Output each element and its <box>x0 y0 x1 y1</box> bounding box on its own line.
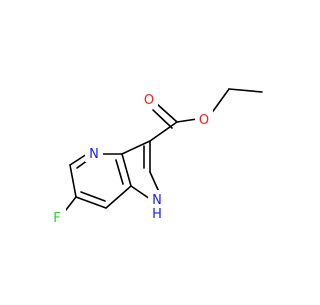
bond-c5-n4 <box>69 153 88 166</box>
bond-carbonyl-o-double-1 <box>156 103 178 123</box>
bond-oester-ch2 <box>210 88 230 115</box>
bond-c3-carbonyl <box>149 121 178 142</box>
atom-label-f: F <box>53 211 60 226</box>
bond-carbonyl-oester <box>176 118 198 123</box>
atom-label-nh: N <box>152 193 162 208</box>
bond-carbonyl-o-double-2 <box>152 109 173 129</box>
bond-c3a-c7a <box>121 153 132 187</box>
bond-c6-c5 <box>69 164 77 198</box>
double-bond-c3a-c7a-inner <box>115 159 124 185</box>
double-bond-c7-c6-inner <box>80 191 106 202</box>
atom-label-h: H <box>152 207 162 222</box>
atom-label-o-ester: O <box>199 113 209 128</box>
bond-c3a-c3 <box>121 140 151 155</box>
atom-label-n-pyridine: N <box>89 147 99 162</box>
molecule-canvas: N O O F N H <box>53 88 263 226</box>
bond-ch2-ch3 <box>228 88 263 93</box>
bond-c2-n1 <box>149 171 160 193</box>
atom-label-o-carbonyl: O <box>144 93 154 108</box>
bond-c7a-c7 <box>105 185 132 209</box>
structure-drawing: N O O F N H <box>53 88 263 226</box>
bond-c7-c6 <box>75 196 107 209</box>
